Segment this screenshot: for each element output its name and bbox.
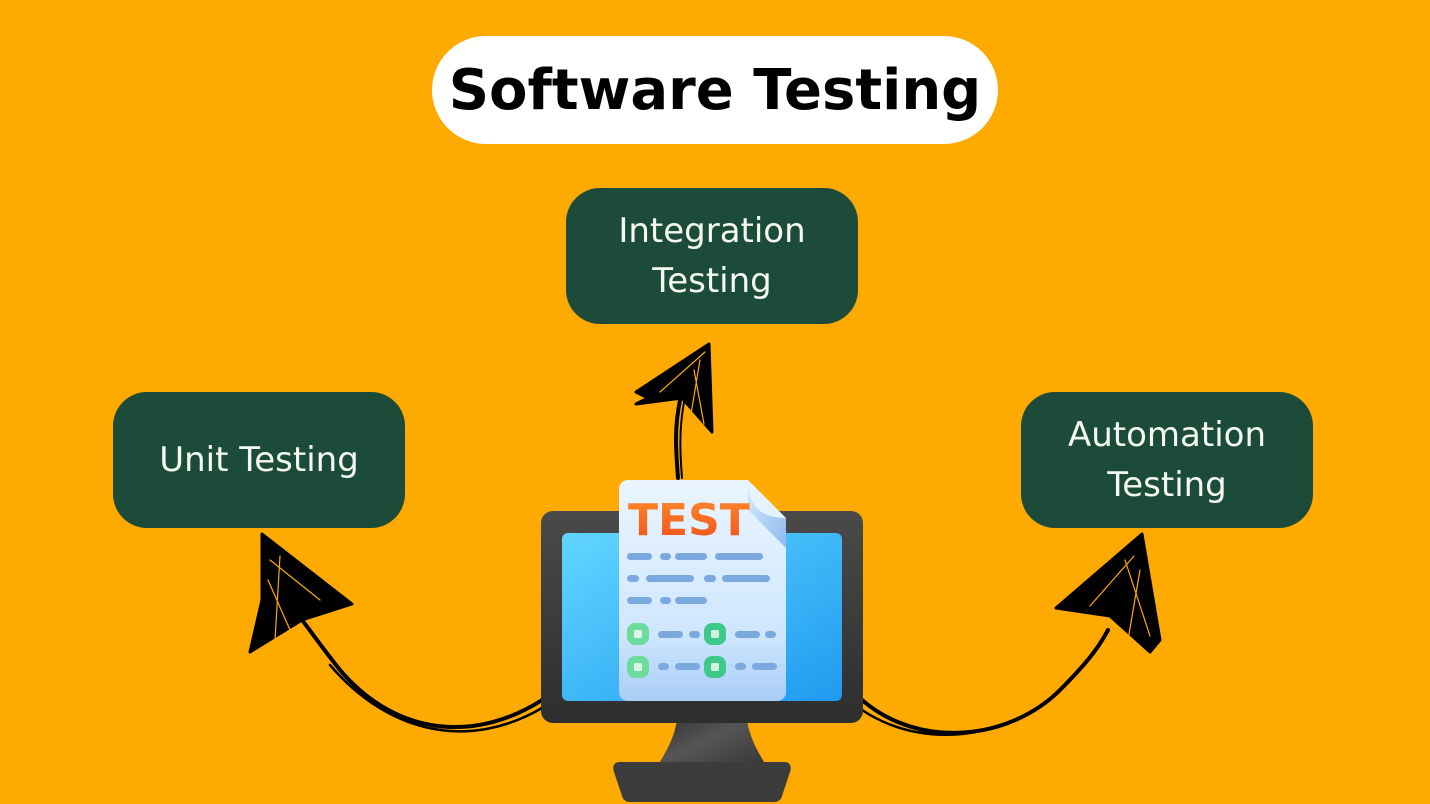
node-integration-testing: Integration Testing	[566, 188, 858, 324]
node-label: Unit Testing	[159, 440, 359, 480]
test-document-icon: TEST	[619, 480, 786, 701]
node-unit-testing: Unit Testing	[113, 392, 405, 528]
node-automation-testing: Automation Testing	[1021, 392, 1313, 528]
arrow-to-integration	[634, 342, 714, 480]
diagram-title: Software Testing	[448, 57, 982, 123]
node-label: Automation Testing	[1067, 415, 1267, 505]
arrow-to-automation	[860, 532, 1162, 737]
checkbox-icons	[627, 623, 726, 678]
arrow-to-unit	[248, 532, 544, 733]
monitor-illustration: TEST	[541, 480, 863, 802]
node-label: Integration Testing	[618, 211, 806, 301]
title-pill: Software Testing	[432, 36, 998, 144]
test-label: TEST	[628, 495, 750, 546]
